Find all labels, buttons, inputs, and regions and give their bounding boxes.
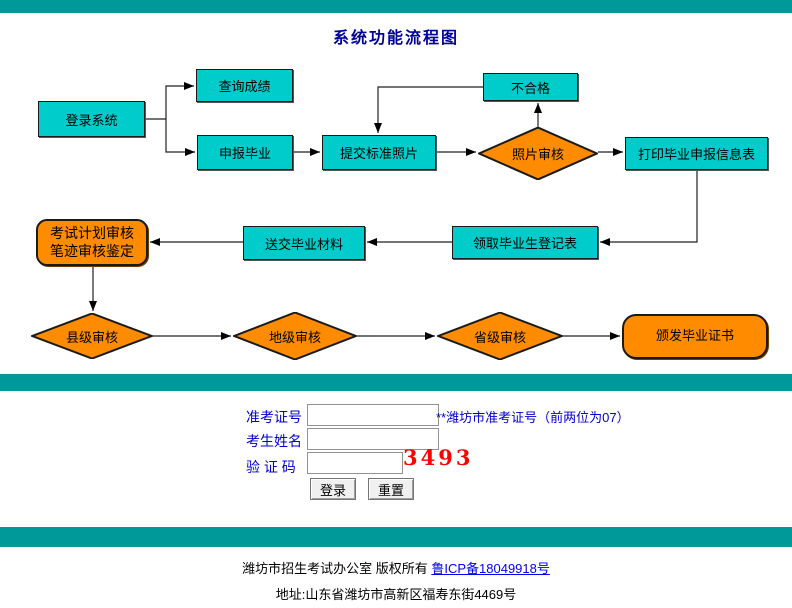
login-button[interactable]: 登录 — [310, 478, 356, 500]
icp-link[interactable]: 鲁ICP备18049918号 — [431, 561, 550, 576]
flow-node-issue-certificate: 颁发毕业证书 — [622, 314, 768, 359]
page-title: 系统功能流程图 — [332, 30, 459, 47]
flowchart: 登录系统 查询成绩 申报毕业 提交标准照片 不合格 照片审核 打印毕业申报信息表… — [0, 69, 768, 374]
flow-node-query-score: 查询成绩 — [196, 69, 293, 102]
footer-address-line: 地址:山东省潍坊市高新区福寿东街4469号 — [275, 587, 517, 602]
candidate-name-label: 考生姓名 — [246, 433, 302, 449]
diamond-shape-icon — [437, 312, 563, 360]
flow-node-submit-photo: 提交标准照片 — [322, 135, 436, 170]
flow-decision-province-review: 省级审核 — [437, 312, 563, 360]
diamond-shape-icon — [31, 313, 153, 359]
flowchart-connectors — [89, 82, 698, 340]
footer-bar — [0, 527, 792, 547]
top-bar — [0, 0, 792, 13]
copyright-text: 潍坊市招生考试办公室 版权所有 — [242, 561, 432, 576]
diamond-shape-icon — [478, 127, 598, 180]
footer-copyright-line: 潍坊市招生考试办公室 版权所有 鲁ICP备18049918号 — [0, 558, 792, 577]
diamond-shape-icon — [233, 312, 357, 360]
exam-id-label: 准考证号 — [246, 409, 302, 425]
flow-decision-city-review: 地级审核 — [233, 312, 357, 360]
reset-button[interactable]: 重置 — [368, 478, 414, 500]
exam-id-input[interactable] — [307, 404, 439, 426]
flow-node-submit-materials: 送交毕业材料 — [243, 226, 365, 260]
flow-node-unqualified: 不合格 — [483, 73, 578, 101]
captcha-code: 3493 — [403, 445, 474, 470]
captcha-label: 验 证 码 — [246, 459, 296, 475]
flow-node-exam-plan-review: 考试计划审核 笔迹审核鉴定 — [36, 219, 148, 266]
flow-node-apply-graduation: 申报毕业 — [197, 135, 293, 170]
exam-id-note: **潍坊市准考证号（前两位为07） — [436, 410, 630, 425]
candidate-name-input[interactable] — [307, 428, 439, 450]
captcha-input[interactable] — [307, 452, 403, 474]
flow-decision-photo-review: 照片审核 — [478, 127, 598, 180]
flow-node-login: 登录系统 — [38, 101, 145, 137]
flow-node-get-register-form: 领取毕业生登记表 — [452, 226, 598, 259]
separator-bar — [0, 374, 792, 391]
flow-node-print-info: 打印毕业申报信息表 — [625, 137, 768, 170]
flow-decision-county-review: 县级审核 — [31, 313, 153, 359]
